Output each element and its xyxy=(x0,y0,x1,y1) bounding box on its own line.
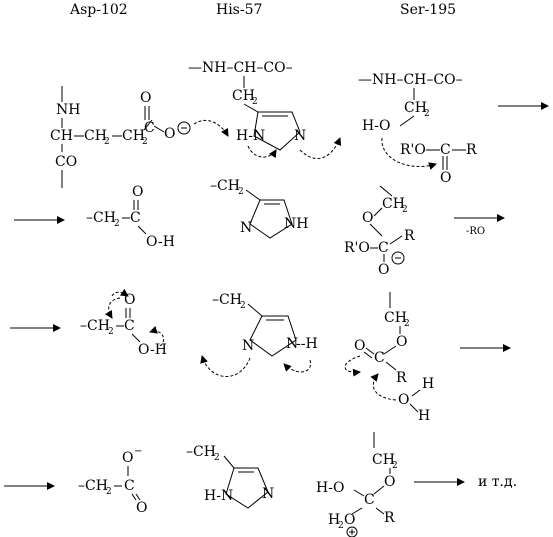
row-3: –CH 2 C O O-H –CH 2 N N --H CH 2 O C O xyxy=(10,288,511,424)
ser2-o: O xyxy=(362,210,373,226)
ser-backbone: —NH–CH–CO– xyxy=(358,72,463,88)
ser3-ch2: CH xyxy=(384,310,407,326)
his2-n: N xyxy=(240,220,252,236)
prod-r: R xyxy=(384,510,395,526)
arrow-label-ro: -RO xyxy=(466,226,485,237)
ser-ho: H-O xyxy=(362,118,390,134)
his3-dash-h: --H xyxy=(296,336,318,352)
his4-ch2: –CH xyxy=(186,444,216,460)
asp2-ch2-sub: 2 xyxy=(114,219,120,229)
his3-n-right: N xyxy=(286,336,298,352)
his4-hn: H-N xyxy=(204,488,233,504)
asp4-c: C xyxy=(124,478,135,494)
asp2-o: O xyxy=(132,184,143,200)
his-n: N xyxy=(294,128,306,144)
row-4: –CH 2 C O − O –CH 2 H-N N CH 2 O H-O C R… xyxy=(4,432,517,537)
asp2-oh: O-H xyxy=(146,234,175,250)
ser4-ch2-sub: 2 xyxy=(392,461,398,471)
header-ser-195: Ser-195 xyxy=(400,2,456,18)
asp-o-top: O xyxy=(140,90,151,106)
acyl-c: C xyxy=(374,350,385,366)
prod-h2o-h: H xyxy=(328,512,340,528)
ser4-ch2: CH xyxy=(372,452,395,468)
prod-c: C xyxy=(364,492,375,508)
ester-c: C xyxy=(440,142,451,158)
ser4-o: O xyxy=(384,474,395,490)
asp2-c: C xyxy=(130,210,141,226)
row-2: –CH 2 C O O-H –CH 2 N NH CH 2 O R'O C R … xyxy=(14,178,505,278)
acyl-o-dbl: O xyxy=(354,338,365,354)
tetra-o-minus: O xyxy=(378,262,389,278)
asp-ch2-b: CH xyxy=(122,128,145,144)
prod-h2o-sub: 2 xyxy=(338,521,344,531)
asp-ch2-b-sub: 2 xyxy=(142,137,148,147)
header-his-57: His-57 xyxy=(216,2,262,18)
asp-ch2-a: CH xyxy=(84,128,107,144)
prod-ho: H-O xyxy=(316,480,344,496)
his2-nh: NH xyxy=(284,216,308,232)
ester-o: O xyxy=(440,170,451,186)
asp4-ch2: –CH xyxy=(78,478,108,494)
water-h-top: H xyxy=(422,376,434,392)
his2-ch2: –CH xyxy=(210,178,240,194)
ser2-ch2: CH xyxy=(382,196,405,212)
tetra-r: R xyxy=(404,228,415,244)
asp4-ch2-sub: 2 xyxy=(106,487,112,497)
ser-ch2-sub: 2 xyxy=(424,109,430,119)
acyl-r: R xyxy=(396,370,407,386)
his3-ch2-sub: 2 xyxy=(240,301,246,311)
asp3-ch2: –CH xyxy=(80,318,110,334)
his-hn: H-N xyxy=(236,128,265,144)
his-ch2: CH xyxy=(232,88,255,104)
ester-r: R xyxy=(466,142,477,158)
row-1: NH CH CH 2 CH 2 CO C O O —NH–CH–CO– CH 2… xyxy=(50,60,549,188)
ser3-ch2-sub: 2 xyxy=(404,319,410,329)
asp3-oh: O-H xyxy=(138,342,167,358)
his-ch2-sub: 2 xyxy=(252,97,258,107)
header-asp-102: Asp-102 xyxy=(69,2,128,18)
ser3-o: O xyxy=(396,334,407,350)
asp3-o: O xyxy=(124,292,135,308)
his3-ch2: –CH xyxy=(212,292,242,308)
asp4-minus: − xyxy=(134,446,142,457)
asp-ch2-a-sub: 2 xyxy=(104,137,110,147)
ester-ro: R'O xyxy=(400,142,426,158)
prod-h2o-o: O xyxy=(344,512,355,528)
asp4-o: O xyxy=(136,500,147,516)
asp3-c: C xyxy=(124,318,135,334)
tetra-ro: R'O xyxy=(344,240,370,256)
his3-n-left: N xyxy=(242,338,254,354)
asp-o-minus: O xyxy=(164,126,175,142)
his4-n: N xyxy=(262,486,274,502)
asp-nh: NH xyxy=(56,102,80,118)
his2-ch2-sub: 2 xyxy=(238,187,244,197)
tetra-c: C xyxy=(378,240,389,256)
asp-ch: CH xyxy=(50,128,73,144)
asp2-ch2: –CH xyxy=(86,210,116,226)
ser-ch2: CH xyxy=(404,100,427,116)
his-backbone: —NH–CH–CO– xyxy=(188,60,293,76)
water-o: O xyxy=(398,392,409,408)
asp-c: C xyxy=(144,120,155,136)
asp4-o-minus: O xyxy=(122,450,133,466)
ending-text: и т.д. xyxy=(478,474,517,490)
asp3-ch2-sub: 2 xyxy=(108,327,114,337)
ser2-ch2-sub: 2 xyxy=(402,205,408,215)
his4-ch2-sub: 2 xyxy=(214,453,220,463)
asp-co: CO xyxy=(55,154,77,170)
water-h-bottom: H xyxy=(418,408,430,424)
